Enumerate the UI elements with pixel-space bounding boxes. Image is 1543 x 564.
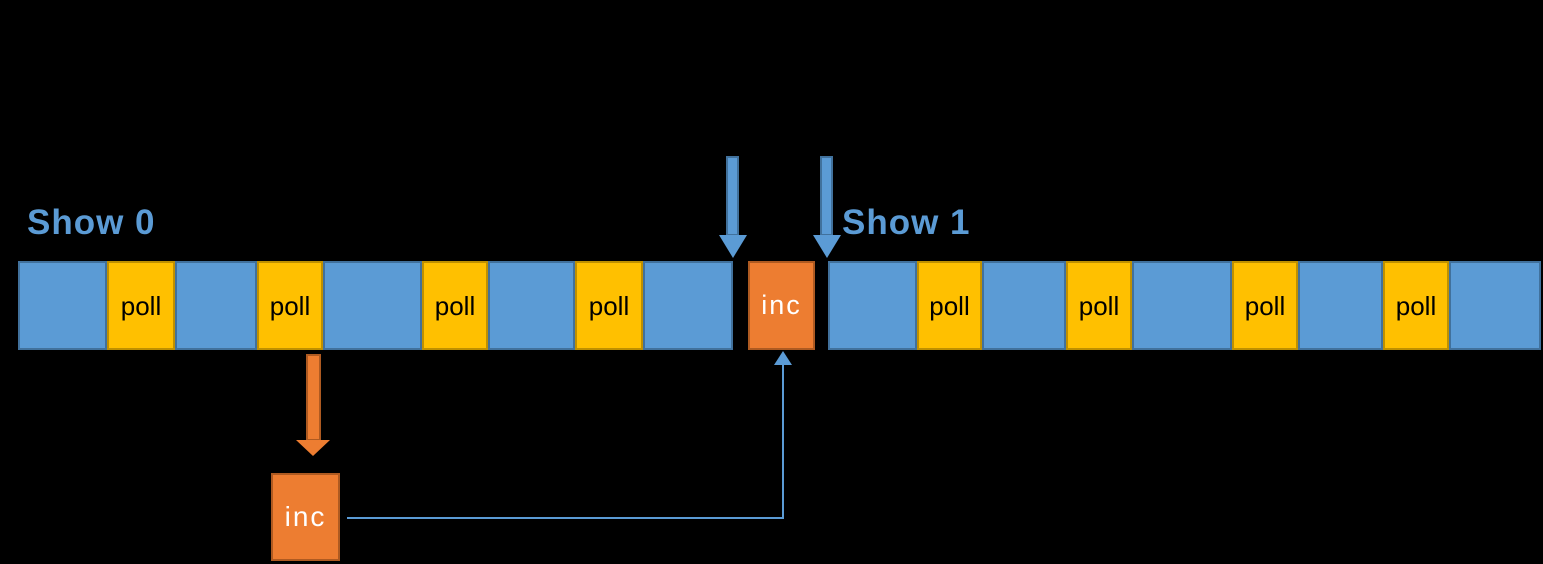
connector-line-horizontal xyxy=(347,517,784,519)
poll-label: poll xyxy=(1078,290,1120,321)
poll-label: poll xyxy=(1395,290,1437,321)
arrow-stem xyxy=(306,354,321,441)
poll-label: poll xyxy=(929,290,970,321)
timeline-slice xyxy=(828,261,917,350)
poll-block: poll xyxy=(1383,261,1449,350)
timeline-slice xyxy=(175,261,257,350)
timeline-slice xyxy=(488,261,575,350)
poll-label: poll xyxy=(269,290,311,321)
poll-label: poll xyxy=(120,290,162,321)
arrow-head xyxy=(296,440,330,456)
poll-block: poll xyxy=(422,261,488,350)
arrow-head xyxy=(719,235,747,258)
timeline-slice xyxy=(1449,261,1541,350)
poll-label: poll xyxy=(434,290,476,321)
deferred-inc-box: inc xyxy=(271,473,340,561)
timeline-slice xyxy=(1298,261,1383,350)
poll-label: poll xyxy=(588,290,630,321)
arrow-stem xyxy=(726,156,739,236)
timeline-slice xyxy=(18,261,107,350)
connector-arrowhead-icon xyxy=(774,351,792,365)
poll-block: poll xyxy=(107,261,175,350)
connector-line-vertical xyxy=(782,363,784,519)
poll-block: poll xyxy=(257,261,323,350)
timeline-bar: poll poll poll poll inc poll poll poll poll xyxy=(0,261,1543,350)
arrow-stem xyxy=(820,156,833,236)
show0-label: Show 0 xyxy=(27,203,156,242)
poll-block: poll xyxy=(575,261,643,350)
poll-block: poll xyxy=(1232,261,1298,350)
timeline-slice xyxy=(1132,261,1232,350)
timeline-slice xyxy=(643,261,733,350)
poll-block: poll xyxy=(1066,261,1132,350)
poll-label: poll xyxy=(1244,290,1286,321)
inc-block: inc xyxy=(748,261,815,350)
poll-block: poll xyxy=(917,261,982,350)
show1-label: Show 1 xyxy=(842,203,971,242)
timeline-slice xyxy=(982,261,1066,350)
deferred-inc-label: inc xyxy=(284,501,327,532)
arrow-head xyxy=(813,235,841,258)
timeline-slice xyxy=(323,261,422,350)
inc-label: inc xyxy=(761,290,802,320)
